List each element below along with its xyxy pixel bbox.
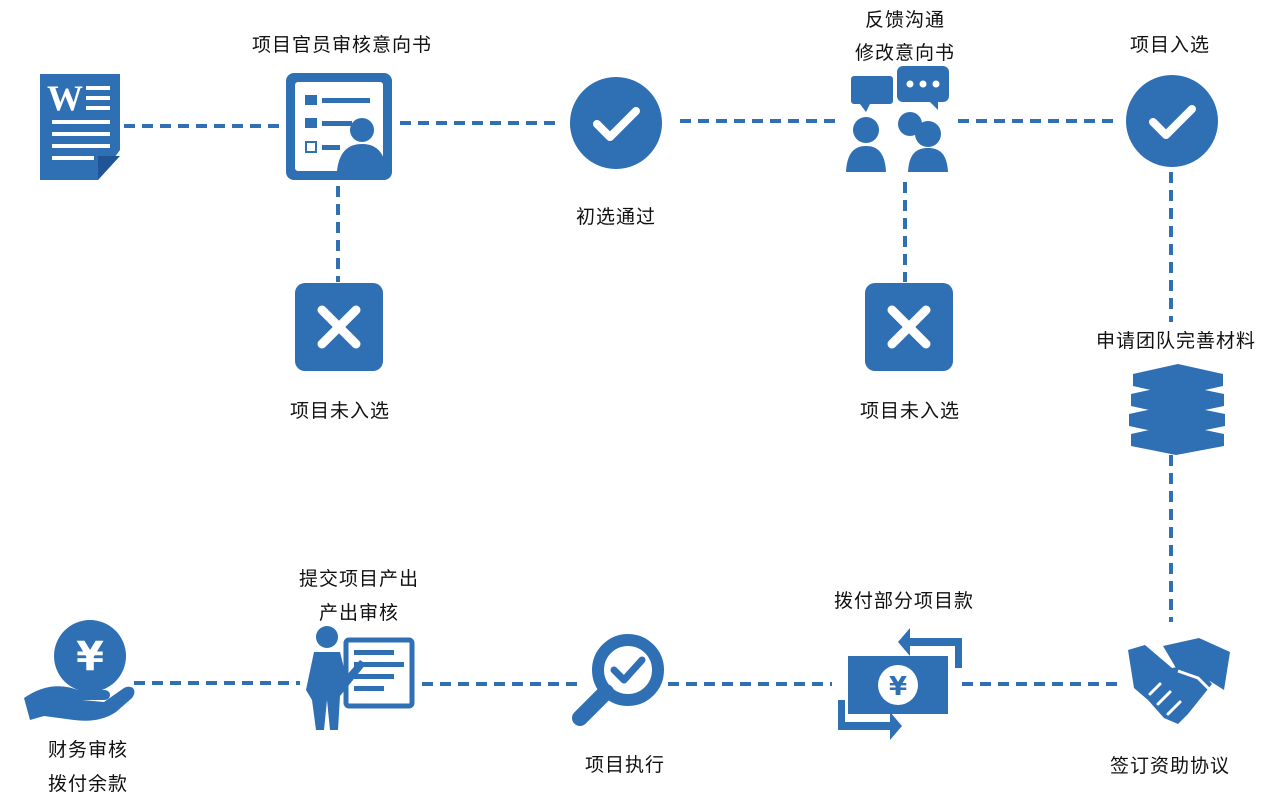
close-square-icon xyxy=(865,283,953,371)
label-rejected-2: 项目未入选 xyxy=(859,400,960,422)
hand-yuan-coin-icon: ¥ xyxy=(24,620,135,721)
label-officer-review: 项目官员审核意向书 xyxy=(251,34,432,56)
label-partial-payment: 拨付部分项目款 xyxy=(833,590,974,612)
handshake-icon xyxy=(1128,638,1230,724)
label-materials: 申请团队完善材料 xyxy=(1095,330,1256,352)
svg-text:¥: ¥ xyxy=(889,672,907,702)
check-circle-icon xyxy=(1126,75,1218,167)
check-circle-icon xyxy=(570,77,662,169)
svg-text:¥: ¥ xyxy=(76,634,104,680)
stack-layers-icon xyxy=(1129,364,1225,455)
label-rejected-1: 项目未入选 xyxy=(289,400,390,422)
label-output-review-line2: 产出审核 xyxy=(318,602,399,624)
checklist-person-icon xyxy=(286,73,392,180)
close-square-icon xyxy=(295,283,383,371)
label-agreement: 签订资助协议 xyxy=(1109,755,1230,777)
label-final-payment-line1: 财务审核 xyxy=(47,739,128,761)
yuan-banknote-icon: ¥ xyxy=(838,628,962,740)
word-document-icon: W xyxy=(40,74,120,180)
label-final-payment-line2: 拨付余款 xyxy=(47,773,128,795)
label-pass-initial: 初选通过 xyxy=(575,206,656,228)
label-selected: 项目入选 xyxy=(1129,34,1210,56)
presenter-board-icon xyxy=(306,626,415,730)
magnifier-check-icon xyxy=(572,634,664,726)
svg-text:W: W xyxy=(47,78,83,118)
label-feedback-line2: 修改意向书 xyxy=(854,42,955,64)
label-output-review-line1: 提交项目产出 xyxy=(298,568,419,590)
label-execution: 项目执行 xyxy=(584,754,665,776)
team-chat-icon xyxy=(846,66,949,172)
label-feedback-line1: 反馈沟通 xyxy=(864,9,945,31)
